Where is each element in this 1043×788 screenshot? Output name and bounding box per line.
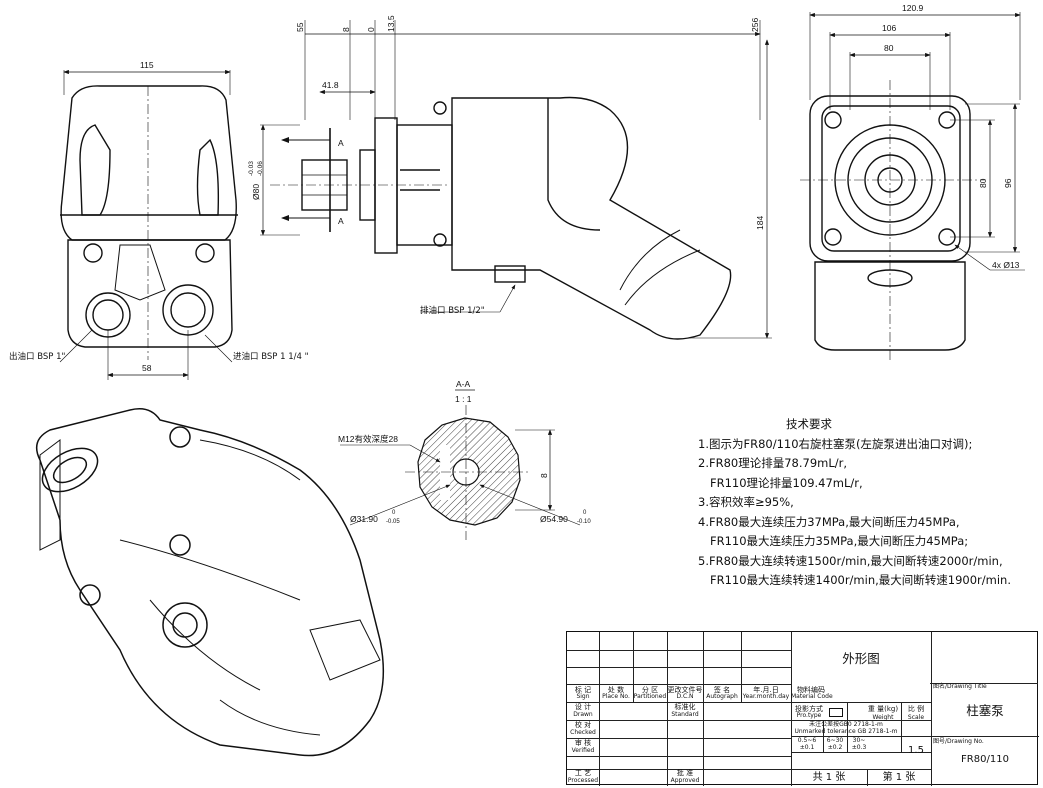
row-standard-en: Standard: [671, 711, 699, 718]
hdr-material: 物料编码: [797, 686, 825, 694]
row-processed-en: Processed: [567, 777, 599, 784]
dim-54-90: Ø54.90: [540, 514, 568, 524]
row-checked-en: Checked: [570, 729, 596, 736]
hdr-change-doc: 更改文件号: [667, 686, 703, 694]
dim-shaft-tol-lower: -0.06: [257, 161, 264, 176]
tol-value-2: ±0.2: [827, 744, 843, 751]
drawing-title-label: 图名/Drawing Title: [933, 683, 987, 690]
tech-requirements-title: 技术要求: [786, 417, 832, 431]
tech-line-6: FR110最大连续压力35MPa,最大间断压力45MPa;: [710, 534, 969, 548]
title-block: 外形图 标 记 Sign 处 数 Place No. 分 区 Partition…: [566, 631, 1039, 786]
drain-port-label: 排油口 BSP 1/2": [420, 306, 485, 316]
dim-120-9: 120.9: [902, 3, 924, 13]
projection-symbol-icon: [829, 708, 843, 717]
dim-31-90-tol-upper: 0: [392, 510, 396, 516]
projection-en: Pro.type: [796, 712, 822, 719]
drawing-title: 柱塞泵: [966, 703, 1004, 718]
dim-106: 106: [882, 23, 896, 33]
hdr-partition-en: Partitioned: [633, 693, 667, 700]
hdr-date-en: Year.month.day: [742, 693, 790, 700]
tol-range-1: 0.5~6: [797, 737, 817, 744]
weight-label: 重 量(kg): [867, 705, 899, 713]
tech-line-7: 5.FR80最大连续转速1500r/min,最大间断转速2000r/min,: [698, 553, 1003, 568]
row-drawn: 设 计: [574, 703, 592, 711]
dim-shaft-dia: Ø80: [251, 184, 261, 200]
scale-label: 比 例: [907, 705, 925, 713]
drawing-no: FR80/110: [961, 754, 1009, 765]
tech-line-2: 2.FR80理论排量78.79mL/r,: [698, 456, 847, 470]
inlet-port-label: 进油口 BSP 1 1/4 ": [233, 352, 309, 362]
weight-en: Weight: [872, 714, 894, 721]
front-view: [59, 69, 238, 380]
hdr-place-no-en: Place No.: [602, 693, 630, 700]
drawing-name: 外形图: [842, 651, 880, 666]
dim-80-right: 80: [978, 178, 988, 188]
hdr-sign-en: Sign: [576, 693, 590, 700]
hdr-place-no: 处 数: [607, 686, 625, 694]
hdr-signature: 签 名: [713, 686, 731, 694]
row-drawn-en: Drawn: [573, 711, 593, 718]
dim-54-90-tol-upper: 0: [583, 510, 587, 516]
tolerance-label: 未注公差按GB0 2718-1-m: [809, 721, 883, 728]
dim-keyway: 8: [539, 473, 549, 478]
thread-label: M12有效深度28: [338, 434, 398, 444]
sheet-no: 第 1 张: [882, 772, 916, 783]
tol-range-3: 30~: [852, 737, 866, 744]
tech-line-8: FR110最大连续转速1400r/min,最大间断转速1900r/min.: [710, 573, 1011, 587]
isometric-view: [35, 408, 385, 757]
tech-line-3: FR110理论排量109.47mL/r,: [710, 475, 863, 490]
sheets-total: 共 1 张: [812, 772, 846, 783]
hdr-partition: 分 区: [641, 686, 659, 694]
tech-line-4: 3.容积效率≥95%,: [698, 495, 794, 509]
projection-label: 投影方式: [795, 705, 823, 713]
dim-80-top: 80: [884, 43, 894, 53]
dim-31-90: Ø31.90: [350, 514, 378, 524]
section-view: [340, 389, 581, 540]
drawing-no-label: 图号/Drawing No.: [933, 738, 984, 745]
hdr-date: 年.月.日: [753, 686, 779, 694]
row-checked: 校 对: [574, 721, 592, 729]
hdr-sign: 标 记: [574, 686, 592, 694]
dim-58: 58: [142, 363, 152, 373]
hdr-change-doc-en: D.C.N: [676, 693, 694, 700]
tol-value-1: ±0.1: [799, 744, 815, 751]
dim-55: 55: [295, 22, 305, 32]
section-title: A-A: [456, 379, 471, 389]
dim-41-8: 41.8: [322, 80, 339, 90]
section-mark-a-top: A: [338, 138, 344, 148]
dim-96: 96: [1003, 178, 1013, 188]
dim-256: 256: [750, 18, 760, 32]
scale-value: 1.5: [908, 745, 924, 756]
row-standard: 标准化: [674, 703, 696, 711]
dim-184: 184: [755, 216, 765, 230]
hdr-material-en: Material Code: [791, 693, 833, 700]
end-view: [800, 12, 1025, 360]
dim-31-90-tol-lower: -0.05: [386, 519, 400, 525]
row-verified-en: Verified: [571, 747, 595, 754]
tol-range-2: 6~30: [826, 737, 844, 744]
dim-8: 8: [341, 27, 351, 32]
tech-line-1: 1.图示为FR80/110右旋柱塞泵(左旋泵进出油口对调);: [698, 436, 973, 451]
dim-shaft-tol-upper: -0.03: [248, 161, 255, 176]
row-processed: 工 艺: [574, 769, 592, 777]
row-approved: 批 准: [676, 769, 694, 777]
scale-en: Scale: [907, 714, 925, 721]
side-view: [260, 20, 772, 340]
tol-value-3: ±0.3: [851, 744, 867, 751]
section-scale: 1 : 1: [455, 394, 472, 404]
row-approved-en: Approved: [670, 777, 700, 784]
dim-54-90-tol-lower: -0.10: [577, 519, 591, 525]
hdr-signature-en: Autograph: [706, 693, 738, 700]
tolerance-en: Unmarked tolerance GB 2718-1-m: [794, 728, 898, 735]
dim-13-5: 13.5: [386, 15, 396, 32]
dim-115: 115: [140, 60, 154, 70]
outlet-port-label: 出油口 BSP 1": [9, 352, 66, 362]
tech-line-5: 4.FR80最大连续压力37MPa,最大间断压力45MPa,: [698, 514, 960, 529]
section-mark-a-bottom: A: [338, 216, 344, 226]
dim-0: 0: [366, 27, 376, 32]
row-verified: 审 核: [574, 739, 592, 747]
tech-requirements: 技术要求 1.图示为FR80/110右旋柱塞泵(左旋泵进出油口对调); 2.FR…: [698, 415, 1011, 591]
hole-label: 4x Ø13: [992, 260, 1020, 270]
